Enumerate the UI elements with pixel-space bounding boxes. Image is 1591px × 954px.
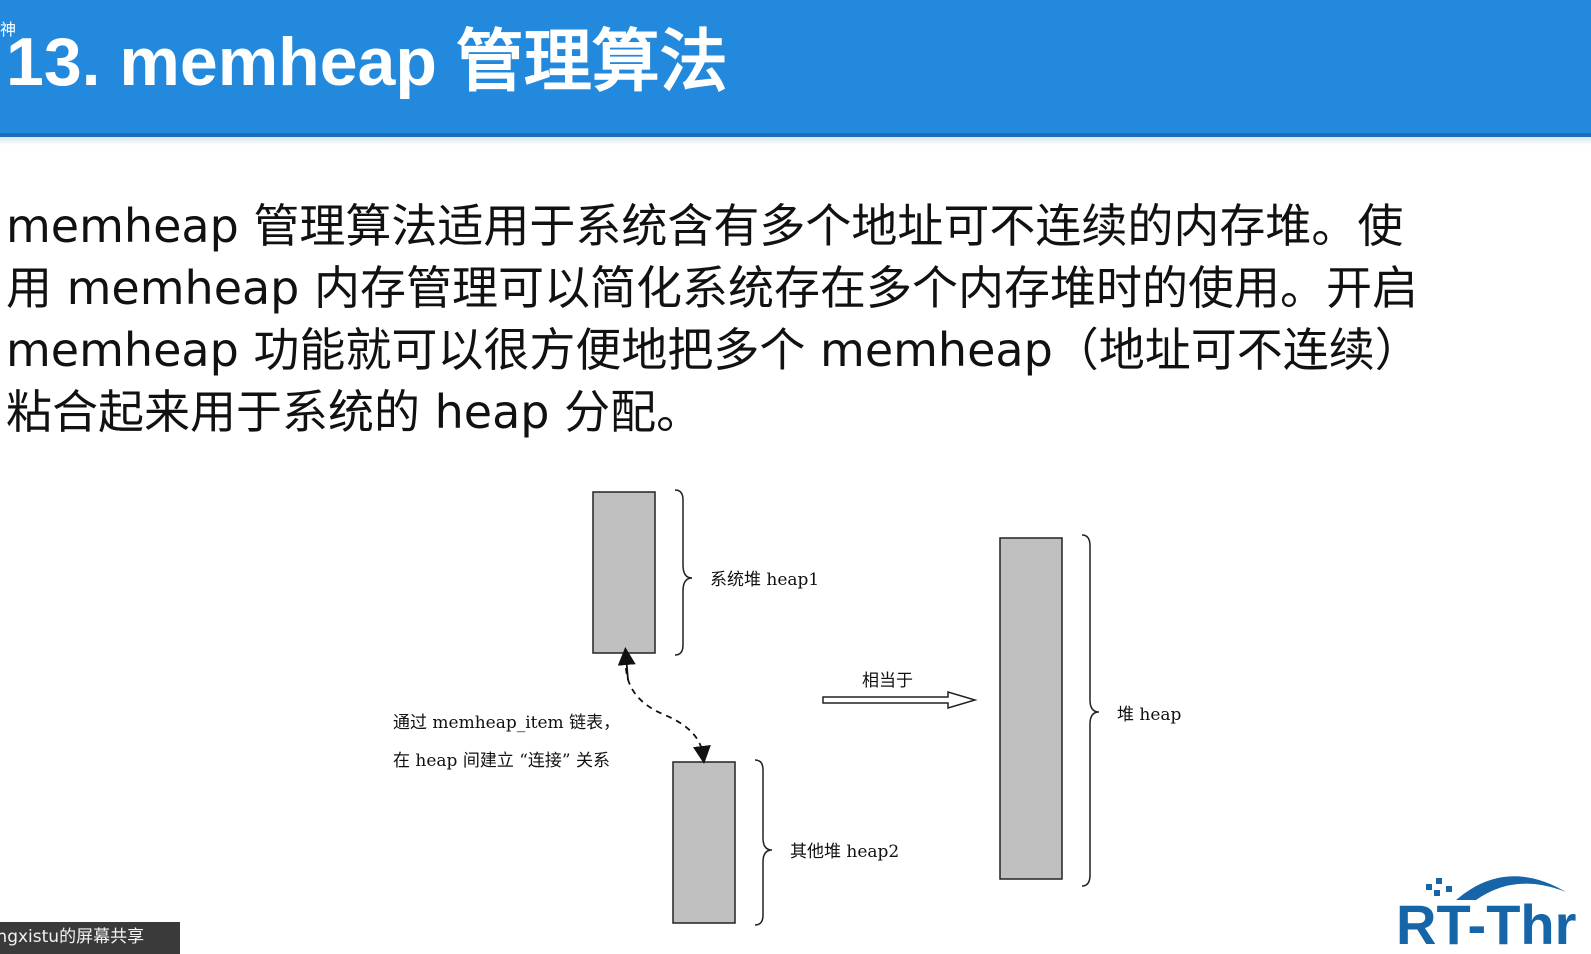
logo-swoosh-icon — [1426, 876, 1566, 900]
heap-link-arrow — [625, 667, 711, 764]
header-corner-glyph: 神 — [0, 20, 17, 39]
heap2-label: 其他堆 heap2 — [790, 842, 899, 862]
heap2-brace — [754, 759, 773, 926]
link-note-line2: 在 heap 间建立 “连接” 关系 — [393, 751, 610, 771]
heap2-block — [672, 761, 736, 924]
heap-link-arrow-back — [617, 647, 636, 681]
header-shadow — [0, 137, 1591, 145]
link-note-line1: 通过 memheap_item 链表， — [393, 713, 620, 733]
screen-share-banner: angxistu的屏幕共享 — [0, 922, 180, 954]
rt-thread-logo: RT-Thr — [1396, 862, 1591, 954]
equivalence-arrow — [822, 690, 978, 710]
equivalence-label: 相当于 — [862, 671, 913, 691]
body-line: memheap 功能就可以很方便地把多个 memheap（地址可不连续） — [6, 323, 1421, 377]
body-line: 粘合起来用于系统的 heap 分配。 — [6, 385, 703, 439]
body-line: 用 memheap 内存管理可以简化系统存在多个内存堆时的使用。开启 — [6, 261, 1419, 315]
body-paragraph: memheap 管理算法适用于系统含有多个地址可不连续的内存堆。使 用 memh… — [6, 195, 1581, 443]
combined-heap-label: 堆 heap — [1117, 705, 1182, 725]
slide-title: 13. memheap 管理算法 — [6, 24, 728, 100]
slide-header: 神 13. memheap 管理算法 — [0, 0, 1591, 137]
combined-heap-brace — [1081, 534, 1100, 887]
heap1-label: 系统堆 heap1 — [710, 570, 819, 590]
logo-text: RT-Thr — [1396, 893, 1577, 954]
combined-heap-block — [999, 537, 1063, 880]
heap1-block — [592, 491, 656, 654]
heap1-brace — [674, 489, 693, 656]
body-line: memheap 管理算法适用于系统含有多个地址可不连续的内存堆。使 — [6, 199, 1404, 253]
